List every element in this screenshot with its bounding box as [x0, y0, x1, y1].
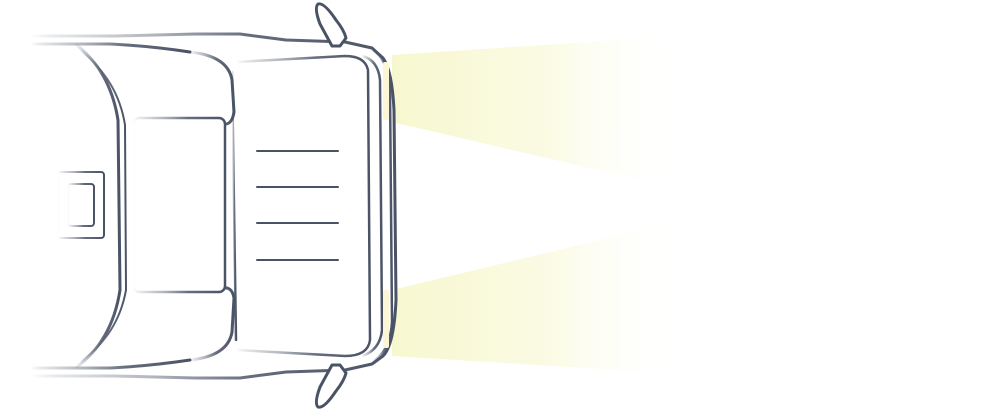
- headlight-right: [383, 290, 389, 348]
- light-beam-icon: [392, 228, 680, 372]
- hood-outline: [234, 54, 372, 358]
- side-mirrors: [314, 2, 348, 409]
- headlight-left: [383, 62, 389, 120]
- headlight-beams: [392, 38, 680, 372]
- rear-detail: [39, 59, 106, 351]
- roof-hatch: [131, 116, 227, 294]
- truck-icon: [28, 32, 398, 380]
- headlights: [383, 62, 389, 348]
- hood-vents: [256, 150, 339, 261]
- mirror-left: [314, 2, 348, 48]
- mirror-right: [314, 363, 348, 409]
- light-beam-icon: [392, 38, 680, 182]
